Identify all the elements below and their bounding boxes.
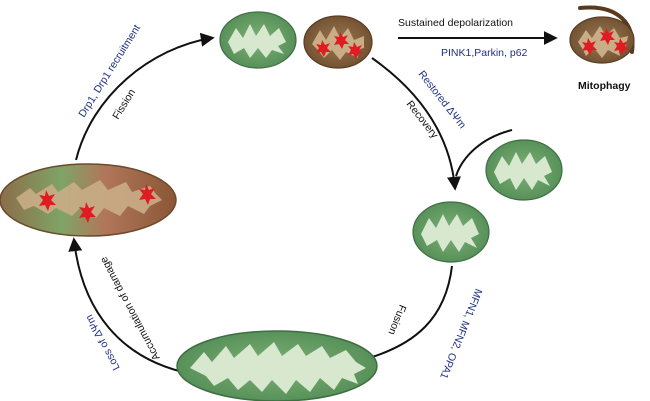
accumulation-arrow: [68, 237, 193, 375]
damage-spot: [348, 42, 363, 59]
fission-label: Fission: [110, 87, 138, 122]
damage-spot: [600, 28, 615, 45]
damage-spot: [79, 202, 96, 223]
damaged-mitochondrion-top: [303, 15, 373, 69]
damage-spot: [582, 38, 597, 55]
incoming-arrow-curve: [455, 129, 513, 177]
fission-arrow: [75, 32, 215, 161]
mfn-label: MFN1, MFN2, OPA1: [437, 287, 484, 381]
fusion-arrow: [355, 265, 453, 366]
damaged-elongated-mitochondrion: [0, 163, 177, 237]
healthy-mitochondrion-incoming: [485, 139, 563, 201]
healthy-mitochondrion-top: [219, 11, 297, 69]
damage-spot: [39, 190, 56, 211]
damage-spot: [139, 184, 156, 205]
healthy-mitochondrion-recovered: [412, 201, 490, 263]
pink1-parkin-label: PINK1,Parkin, p62: [441, 47, 528, 59]
damage-spot: [316, 40, 331, 57]
fused-elongated-mitochondrion: [176, 330, 378, 401]
drp1-label: Drp1, Drp1 recruitment: [76, 23, 143, 120]
mitophagy-mitochondrion: [569, 5, 635, 64]
fusion-label: Fusion: [385, 303, 408, 337]
sustained-depolarization-label: Sustained depolarization: [398, 17, 513, 29]
damage-spot: [334, 32, 349, 49]
recovery-arrow: [371, 57, 461, 191]
mitophagy-label: Mitophagy: [578, 80, 631, 92]
damage-spot: [614, 38, 629, 55]
